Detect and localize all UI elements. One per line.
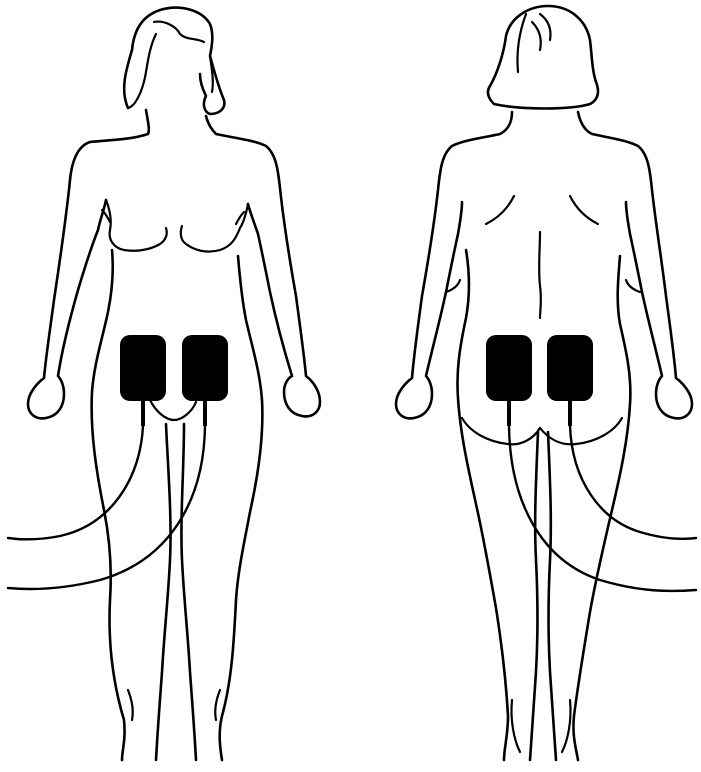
back-spine bbox=[539, 232, 541, 318]
back-buttock-left bbox=[462, 418, 540, 444]
back-leg-inner-left bbox=[530, 432, 538, 760]
front-electrode-pad-right bbox=[182, 335, 228, 401]
front-knee-right bbox=[215, 690, 220, 720]
front-leg-inner-left bbox=[156, 424, 171, 760]
front-knee-left bbox=[128, 690, 133, 720]
front-cable-left bbox=[8, 426, 143, 539]
front-chest-left bbox=[106, 200, 167, 251]
back-electrode-pad-right bbox=[547, 335, 593, 401]
back-buttock-right bbox=[540, 418, 622, 444]
back-heel-left bbox=[511, 700, 520, 752]
back-heel-right bbox=[562, 700, 571, 752]
front-view bbox=[8, 8, 320, 760]
front-groin bbox=[150, 400, 196, 420]
front-hair-part bbox=[154, 22, 204, 42]
back-body-outline bbox=[396, 6, 692, 760]
back-shoulder-blade-left bbox=[486, 196, 514, 224]
back-cable-right bbox=[570, 426, 696, 539]
back-torso-left bbox=[457, 250, 508, 760]
back-shoulder-blade-right bbox=[570, 196, 598, 224]
back-hair bbox=[488, 6, 598, 109]
back-hair-strand-3 bbox=[532, 22, 541, 50]
front-electrodes bbox=[120, 335, 228, 426]
back-view bbox=[396, 6, 696, 760]
front-electrode-pad-left bbox=[120, 335, 166, 401]
back-hair-strand-1 bbox=[517, 14, 526, 72]
back-right-side bbox=[578, 112, 692, 418]
back-hair-strand-2 bbox=[540, 14, 551, 40]
back-electrode-pad-left bbox=[486, 335, 532, 401]
front-body-outline bbox=[28, 8, 320, 760]
back-electrodes bbox=[486, 335, 593, 426]
front-torso-right bbox=[220, 256, 263, 760]
front-head bbox=[124, 8, 224, 114]
back-elbow-right bbox=[626, 280, 640, 292]
front-chest-right bbox=[181, 204, 248, 252]
front-cables bbox=[8, 426, 205, 589]
back-leg-inner-right bbox=[548, 432, 556, 760]
front-leg-inner-right bbox=[181, 424, 196, 760]
front-torso-left bbox=[92, 250, 125, 760]
front-cable-right bbox=[8, 426, 205, 589]
